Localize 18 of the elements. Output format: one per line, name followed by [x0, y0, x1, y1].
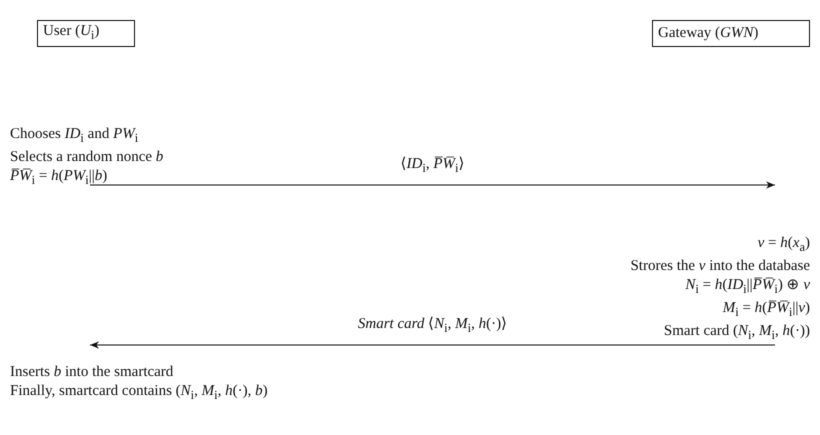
- edge-label: ⟨ID$_{i}$, P̅W̅$_{i}$⟩: [400, 155, 464, 176]
- step-text: M$_{i}$ = h(P̅W̅$_{i}$||v): [722, 299, 810, 321]
- participant-name: User (U$_{i}$): [43, 22, 100, 44]
- arrow: [90, 181, 775, 189]
- edge-label: Smart card ⟨N$_{i}$, M$_{i}$, h(·)⟩: [358, 315, 508, 336]
- step-text: Strores the v into the database: [630, 257, 810, 276]
- participant-name: Gateway (GWN): [658, 24, 758, 43]
- step-text: N$_{i}$ = h(ID$_{i}$||P̅W̅$_{i}$) ⊕ v: [685, 276, 810, 298]
- step-text: Finally, smartcard contains (N$_{i}$, M$_{i}$, h(·), b): [10, 382, 268, 404]
- step-text: P̅W̅$_{i}$ = h(PW$_{i}$||b): [10, 167, 108, 189]
- participant-box: [652, 20, 810, 47]
- step-text: Inserts b into the smartcard: [10, 363, 174, 382]
- participant-box: [37, 20, 135, 47]
- arrow: [90, 341, 775, 349]
- step-text: v = h(x$_{a}$): [758, 234, 810, 256]
- step-text: Selects a random nonce b: [10, 148, 164, 167]
- step-text: Smart card (N$_{i}$, M$_{i}$, h(·)): [664, 322, 810, 344]
- step-text: Chooses ID$_{i}$ and PW$_{i}$: [10, 125, 138, 147]
